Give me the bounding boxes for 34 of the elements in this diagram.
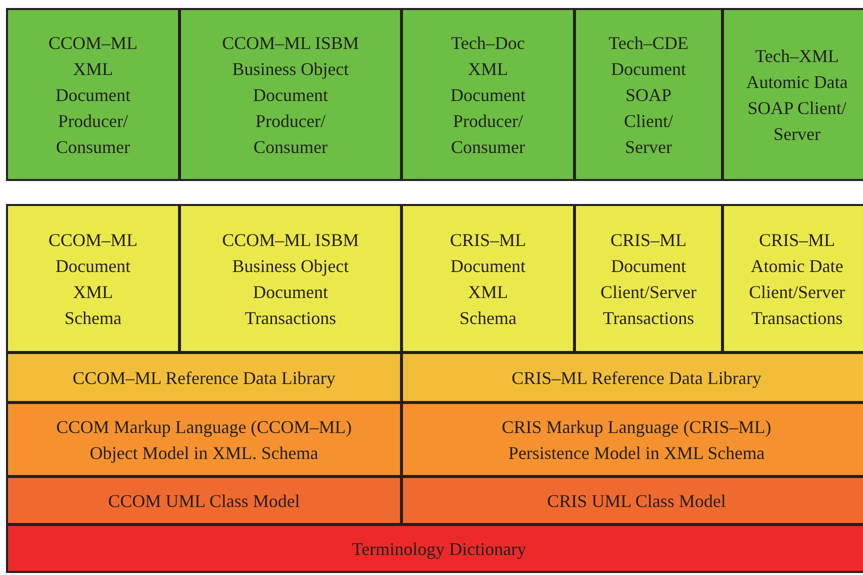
block-label: CRIS–ML Document Client/Server Transactions — [600, 228, 698, 330]
layer-block — [6, 402, 402, 477]
layer-block — [6, 476, 402, 525]
block-label: Tech–XML Automic Data SOAP Client/ Server — [745, 44, 849, 146]
block-label: CCOM Markup Language (CCOM–ML) Object Model in XML. Schema — [55, 416, 353, 465]
block-label: CCOM UML Class Model — [108, 490, 300, 512]
layer-block — [574, 8, 723, 181]
block-label: CCOM–ML Reference Data Library — [72, 366, 336, 390]
layer-block — [401, 476, 863, 525]
block-label: CCOM–ML ISBM Business Object Document Producer/ Consumer — [221, 32, 360, 158]
layer-block — [401, 8, 575, 181]
layer-block — [179, 204, 402, 353]
block-label: Tech–CDE Document SOAP Client/ Server — [608, 32, 690, 158]
layer-block — [179, 8, 402, 181]
block-label: CCOM–ML ISBM Business Object Document Transactions — [221, 228, 360, 330]
block-label: CRIS–ML Atomic Date Client/Server Transactions — [748, 228, 846, 330]
layer-block — [722, 8, 863, 181]
block-label: CRIS UML Class Model — [547, 490, 726, 512]
block-label: CRIS Markup Language (CRIS–ML) Persistence Model in XML Schema — [500, 416, 772, 464]
layer-block — [401, 204, 575, 353]
layer-block — [401, 352, 863, 403]
block-label: CRIS–ML Document XML Schema — [448, 228, 528, 330]
block-label: CCOM–ML XML Document Producer/ Consumer — [47, 32, 138, 158]
layer-block — [6, 352, 402, 403]
block-label: Terminology Dictionary — [352, 538, 526, 561]
layer-block — [722, 204, 863, 353]
layer-block — [6, 524, 863, 573]
block-label: Tech–Doc XML Document Producer/ Consumer — [450, 32, 526, 158]
layer-block — [6, 204, 180, 353]
block-label: CCOM–ML Document XML Schema — [47, 228, 138, 330]
block-label: CRIS–ML Reference Data Library — [512, 366, 762, 390]
layer-block — [401, 402, 863, 477]
layer-block — [574, 204, 723, 353]
layer-block — [6, 8, 180, 181]
